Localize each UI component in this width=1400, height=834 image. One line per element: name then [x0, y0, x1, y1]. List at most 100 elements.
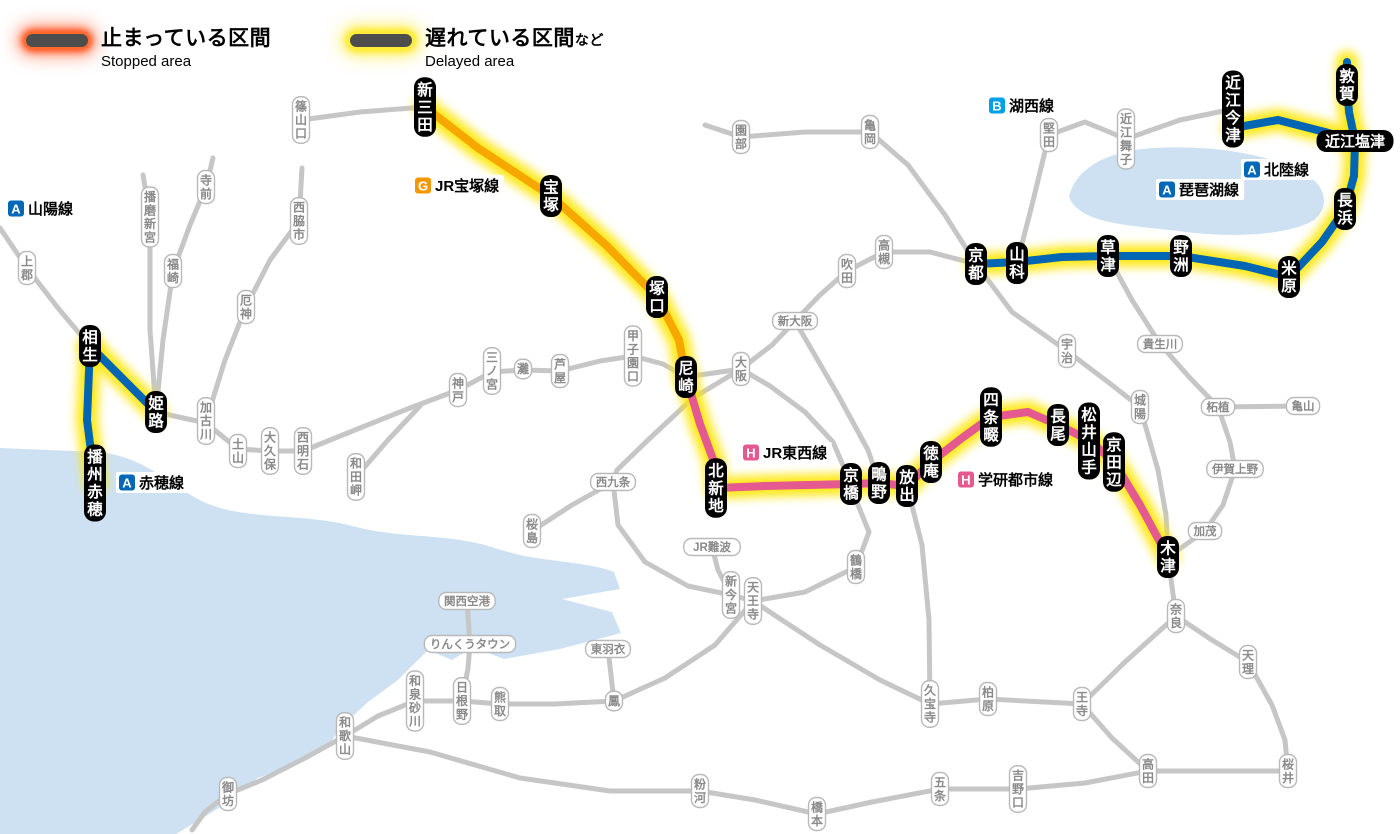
station-播州赤穂: 播州赤穂	[84, 444, 106, 522]
rail-line-loop-north	[738, 366, 854, 487]
svg-text:堅田: 堅田	[1043, 121, 1055, 149]
station-野洲: 野洲	[1170, 235, 1192, 277]
line-label-北陸線: A 北陸線	[1241, 159, 1314, 180]
station-土山: 土山	[228, 433, 248, 469]
svg-text:高田: 高田	[1142, 756, 1154, 785]
svg-text:天理: 天理	[1242, 648, 1255, 676]
line-badge-H	[743, 444, 759, 461]
svg-text:芦屋: 芦屋	[554, 356, 566, 385]
legend-delayed-label: 遅れている区間	[425, 27, 575, 50]
station-近江今津: 近江今津	[1222, 70, 1244, 148]
svg-text:新三田: 新三田	[417, 80, 433, 134]
svg-text:東羽衣: 東羽衣	[591, 642, 626, 656]
station-関西空港: 関西空港	[438, 591, 496, 611]
station-西明石: 西明石	[293, 427, 313, 475]
svg-text:土山: 土山	[232, 436, 244, 465]
svg-text:りんくうタウン: りんくうタウン	[430, 637, 510, 651]
station-鳳: 鳳	[604, 690, 624, 712]
line-label-bg	[412, 175, 504, 196]
legend-delayed-title: 遅れている区間など	[425, 27, 604, 51]
rail-line-sanyo-west	[0, 225, 93, 349]
svg-text:伊賀上野: 伊賀上野	[1211, 462, 1258, 476]
svg-text:奈良: 奈良	[1169, 601, 1183, 630]
station-寺前: 寺前	[196, 169, 216, 205]
station-新三田: 新三田	[414, 77, 436, 137]
rail-line-yamatoji-east	[1079, 613, 1179, 707]
svg-text:新大阪: 新大阪	[778, 314, 813, 328]
station-尼崎: 尼崎	[675, 356, 697, 398]
svg-text:草津: 草津	[1100, 239, 1116, 274]
station-高田: 高田	[1138, 753, 1158, 789]
svg-text:園部: 園部	[735, 123, 747, 151]
rail-line-wakayama-oji	[1079, 701, 1151, 774]
svg-text:鶴橋: 鶴橋	[850, 552, 863, 581]
station-東羽衣: 東羽衣	[584, 639, 632, 659]
station-西脇市: 西脇市	[289, 197, 309, 245]
legend-delayed-suffix: など	[574, 32, 604, 48]
svg-text:和田岬: 和田岬	[349, 456, 362, 498]
svg-text:灘: 灘	[517, 361, 529, 376]
rail-line-hanwa	[342, 598, 756, 739]
svg-text:長浜: 長浜	[1337, 192, 1353, 228]
line-badge-letter: G	[418, 179, 428, 194]
station-神戸: 神戸	[448, 372, 468, 408]
station-粉河: 粉河	[690, 773, 710, 809]
svg-text:JR難波: JR難波	[693, 540, 731, 554]
station-貴生川: 貴生川	[1136, 334, 1184, 354]
svg-text:大久保: 大久保	[263, 430, 277, 472]
svg-text:山科: 山科	[1009, 246, 1025, 282]
svg-text:亀岡: 亀岡	[864, 117, 876, 146]
svg-text:播磨新宮: 播磨新宮	[143, 189, 157, 245]
svg-text:木津: 木津	[1159, 539, 1176, 576]
station-天王寺: 天王寺	[743, 577, 763, 625]
line-label-text: 北陸線	[1264, 161, 1309, 179]
svg-text:宇治: 宇治	[1061, 336, 1073, 365]
line-badge-B	[989, 97, 1005, 114]
station-灘: 灘	[513, 358, 533, 380]
station-甲子園口: 甲子園口	[623, 325, 643, 387]
station-和歌山: 和歌山	[335, 712, 355, 760]
svg-text:宝塚: 宝塚	[543, 178, 559, 215]
svg-text:加古川: 加古川	[199, 400, 212, 442]
station-新今宮: 新今宮	[721, 571, 741, 619]
svg-text:西九条: 西九条	[596, 475, 631, 489]
line-badge-letter: A	[1247, 163, 1257, 178]
rail-line-osakahigashi-south	[904, 483, 933, 707]
rail-line-wadamisaki	[353, 403, 423, 480]
svg-text:西脇市: 西脇市	[293, 201, 305, 242]
station-木津: 木津	[1157, 536, 1179, 578]
svg-text:御坊: 御坊	[221, 779, 234, 808]
rail-line-tokaido	[683, 249, 979, 380]
svg-text:鳳: 鳳	[608, 693, 620, 708]
svg-text:寺前: 寺前	[200, 172, 212, 201]
station-敦賀: 敦賀	[1336, 64, 1358, 106]
station-五条: 五条	[930, 771, 950, 807]
station-厄神: 厄神	[236, 289, 256, 325]
station-橋本: 橋本	[807, 796, 827, 832]
svg-text:加茂: 加茂	[1193, 524, 1217, 538]
legend-delayed-text: 遅れている区間など Delayed area	[425, 27, 604, 70]
rail-line-loop-west	[610, 366, 756, 604]
station-和泉砂川: 和泉砂川	[405, 670, 425, 732]
station-山科: 山科	[1006, 242, 1028, 284]
line-badge-A	[1244, 161, 1260, 178]
svg-text:天王寺: 天王寺	[747, 581, 760, 622]
line-badge-A	[1159, 181, 1175, 198]
rail-line-nara-line	[973, 261, 1171, 560]
svg-text:柘植: 柘植	[1206, 400, 1230, 414]
svg-text:鴫野: 鴫野	[871, 465, 887, 502]
line-badge-letter: A	[122, 476, 132, 491]
legend-stopped: 止まっている区間 Stopped area	[26, 27, 271, 70]
station-久宝寺: 久宝寺	[920, 680, 940, 728]
svg-text:粉河: 粉河	[693, 776, 706, 805]
station-近江舞子: 近江舞子	[1116, 108, 1136, 170]
svg-text:近江今津: 近江今津	[1225, 73, 1241, 145]
station-姫路: 姫路	[145, 391, 167, 433]
station-奈良: 奈良	[1166, 598, 1186, 634]
rail-line-kusatsu-line	[1105, 253, 1221, 410]
